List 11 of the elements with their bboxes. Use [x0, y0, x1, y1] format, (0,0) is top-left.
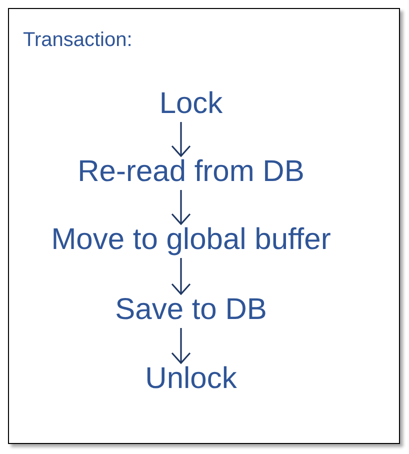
arrow — [171, 122, 191, 157]
step-text: Unlock — [145, 364, 237, 394]
transaction-frame — [8, 8, 400, 444]
step-text: Re-read from DB — [78, 157, 304, 187]
arrow — [171, 328, 191, 364]
arrow — [171, 258, 191, 295]
frame-title: Transaction: — [23, 29, 132, 51]
step-text: Move to global buffer — [51, 225, 331, 255]
step-text: Lock — [159, 89, 223, 119]
step-text: Save to DB — [115, 295, 267, 325]
arrow — [171, 190, 191, 225]
